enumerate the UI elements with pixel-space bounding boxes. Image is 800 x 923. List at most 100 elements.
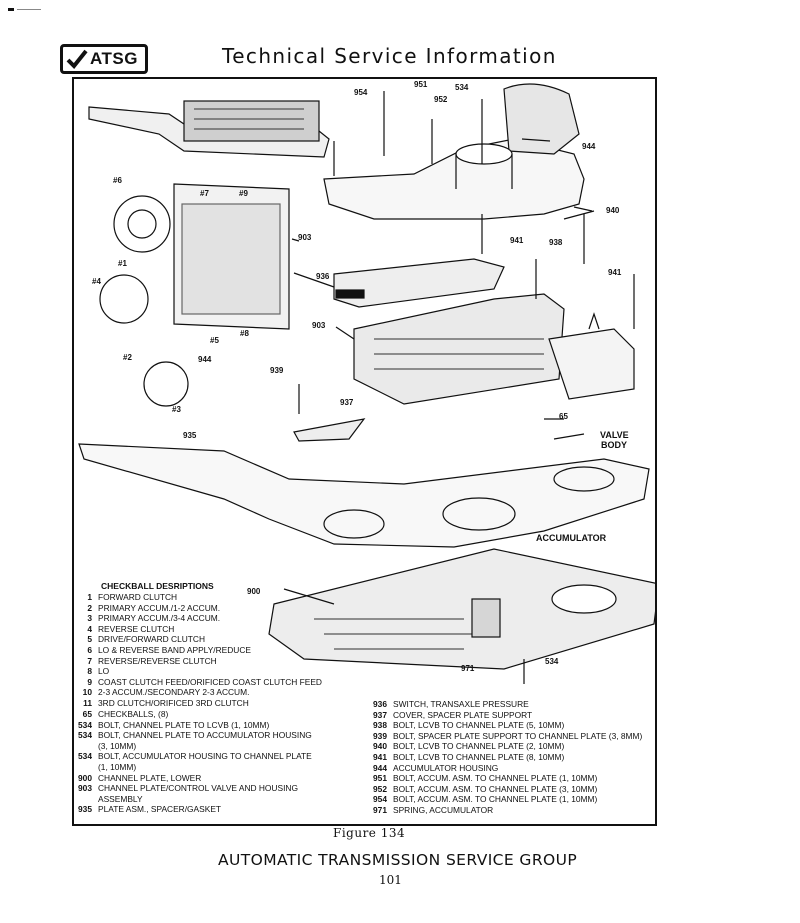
item-text: 3rd Clutch/Orificed 3rd Clutch [98,697,249,708]
callout-938: 938 [549,238,563,247]
part-description: Bolt, Accum. Asm. to Channel Plate (1, 1… [393,773,598,784]
callout-951: 951 [414,80,428,89]
part-number: 944 [373,762,387,773]
list-item: 3 Primary Accum./3-4 Accum. [68,613,322,624]
list-item: 102-3 Accum./Secondary 2-3 Accum. [68,687,322,698]
legend-row: 971 Spring, Accumulator [363,805,642,816]
item-number: 10 [82,687,92,698]
callout-952: 952 [434,95,448,104]
legend-row: Assembly [68,794,312,805]
legend-row: 65 Checkballs, (8) [68,709,312,720]
checkball-heading: CHECKBALL DESRIPTIONS [101,581,214,591]
part-description: Channel Plate, Lower [98,772,202,783]
part-number: 936 [373,699,387,709]
part-description: Bolt, Channel Plate to LCVB (1, 10mm) [98,719,270,730]
part-description: Switch, Transaxle Pressure [393,699,529,709]
legend-row: 935Plate Asm., Spacer/Gasket [68,804,312,815]
parts-legend-left: 65Checkballs, (8) 534Bolt, Channel Plate… [68,709,312,815]
callout-903-top: 903 [298,233,312,242]
figure-caption: Figure 134 [333,826,406,840]
callout-65: 65 [559,412,568,421]
checkball-callout-8: #8 [240,329,249,338]
body-label: BODY [601,440,628,450]
scan-mark [8,8,14,11]
part-description: Bolt, Accum. Asm. to Channel Plate (3, 1… [393,783,598,794]
item-text: Primary Accum./3-4 Accum. [98,613,221,624]
callout-900: 900 [247,587,261,596]
valve-label: VALVE [600,430,629,440]
part-description: Bolt, Spacer Plate Support to Channel Pl… [393,730,643,741]
part-number: 903 [78,783,92,794]
item-text: Coast Clutch Feed/Orificed Coast Clutch … [98,676,322,687]
checkmark-icon [66,49,88,69]
callout-937: 937 [340,398,354,407]
legend-row: 937Cover, Spacer Plate Support [363,710,642,721]
callout-940: 940 [606,206,620,215]
part-number: 939 [373,730,387,741]
item-text: Lo & Reverse Band Apply/Reduce [98,644,251,655]
accumulator-label: ACCUMULATOR [536,533,607,543]
callout-935: 935 [183,431,197,440]
checkball-callout-2: #2 [123,353,132,362]
list-item: 5Drive/Forward Clutch [68,634,322,645]
list-item: 4 Reverse Clutch [68,624,322,635]
legend-row: (3, 10mm) [68,741,312,752]
legend-row: 952 Bolt, Accum. Asm. to Channel Plate (3… [363,784,642,795]
item-number: 3 [87,613,92,624]
part-number [68,741,92,752]
legend-row: 534Bolt, Channel Plate to Accumulator Ho… [68,730,312,741]
item-text: Forward Clutch [98,592,178,602]
part-description: Channel Plate/Control Valve and Housing [98,783,298,794]
callout-941: 941 [510,236,524,245]
part-number: 534 [78,751,92,762]
callout-954: 954 [354,88,368,97]
part-number: 971 [373,804,387,815]
legend-row: (1, 10mm) [68,762,312,773]
item-number: 5 [87,634,92,645]
item-number: 4 [87,623,92,634]
checkball-list: 1Forward Clutch 2Primary Accum./1-2 Accu… [68,592,322,709]
list-item: 7Reverse/Reverse Clutch [68,656,322,667]
part-number: 65 [82,709,92,719]
checkball-callout-6: #6 [113,176,122,185]
list-item: 113rd Clutch/Orificed 3rd Clutch [68,698,322,709]
atsg-logo: ATSG [60,44,148,74]
item-number: 9 [87,676,92,687]
part-description: (3, 10mm) [98,740,137,751]
checkball-callout-7: #7 [200,189,209,198]
callout-941-right: 941 [608,268,622,277]
callout-971: 971 [461,664,475,673]
part-number: 954 [373,794,387,805]
part-description: Accumulator Housing [393,762,499,773]
part-description: Cover, Spacer Plate Support [393,709,533,720]
parts-legend-right: 936 Switch, Transaxle Pressure 937Cover, … [363,699,642,816]
part-number: 940 [373,741,387,752]
item-number: 8 [87,666,92,677]
legend-row: 941Bolt, LCVB to Channel Plate (8, 10mm) [363,752,642,763]
logo-text: ATSG [90,49,138,68]
list-item: 6 Lo & Reverse Band Apply/Reduce [68,645,322,656]
part-number: 938 [373,720,387,731]
scan-line [17,9,41,10]
callout-944-top: 944 [582,142,596,151]
part-number: 935 [78,804,92,815]
part-description: Bolt, LCVB to Channel Plate (8, 10mm) [393,751,565,762]
list-item: 2Primary Accum./1-2 Accum. [68,603,322,614]
part-description: Bolt, Accumulator Housing to Channel Pla… [98,751,312,762]
part-description: Spring, Accumulator [393,804,494,815]
item-number: 6 [87,644,92,655]
page-title: Technical Service Information [222,44,557,68]
legend-row: 534Bolt, Channel Plate to LCVB (1, 10mm) [68,720,312,731]
exploded-diagram [78,83,655,684]
item-text: Reverse Clutch [98,623,175,634]
legend-row: 940 Bolt, LCVB to Channel Plate (2, 10mm) [363,741,642,752]
checkball-callout-5: #5 [210,336,219,345]
part-description: Checkballs, (8) [98,709,169,719]
part-description: Bolt, Accum. Asm. to Channel Plate (1, 1… [393,794,598,805]
figure-frame [72,77,657,826]
item-text: Lo [98,666,110,677]
item-text: Reverse/Reverse Clutch [98,655,217,666]
part-number: 952 [373,783,387,794]
part-description: Bolt, LCVB to Channel Plate (2, 10mm) [393,741,565,752]
legend-row: 944 Accumulator Housing [363,763,642,774]
